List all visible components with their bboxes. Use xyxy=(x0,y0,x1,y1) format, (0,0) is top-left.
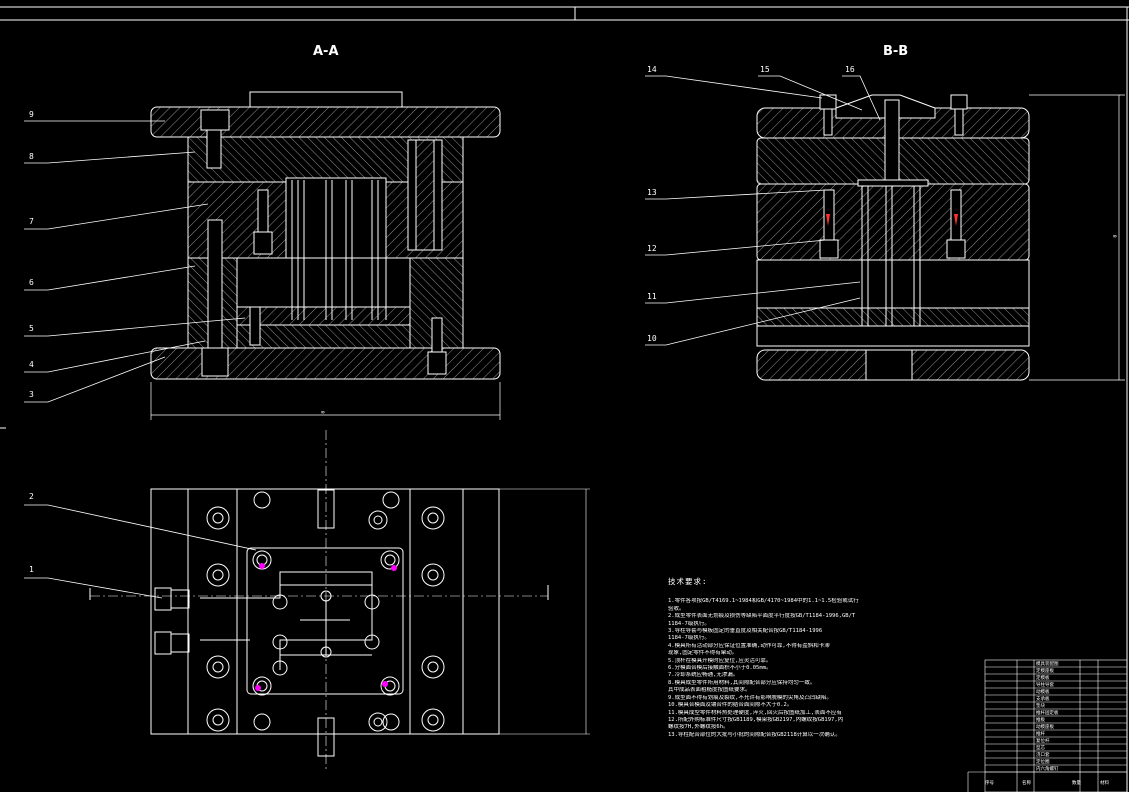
title-block-footer: 名称 xyxy=(1022,781,1031,786)
plan-leader-lines xyxy=(24,504,257,599)
callout-11: 11 xyxy=(647,292,657,301)
title-block-footer: 数量 xyxy=(1072,781,1081,786)
plan-view xyxy=(89,430,590,770)
requirement-line: 12.所配外购标准件尺寸按GB1189,模架按GB2197,内螺纹按GB197,… xyxy=(668,716,844,723)
callout-10: 10 xyxy=(647,334,657,343)
callout-14: 14 xyxy=(647,65,657,74)
title-block-grid xyxy=(967,659,1128,792)
title-block-footer: 序号 xyxy=(985,781,994,786)
requirement-line: 8.模具成型零件所用材料,其间隙配合部分应保持均匀一致。 xyxy=(668,679,816,686)
callout-8: 8 xyxy=(29,152,34,161)
title-block-row: 定模座板 xyxy=(1036,669,1054,674)
requirement-line: 10.模具合模面及镶合件的结合面间隙不大于0.2。 xyxy=(668,702,793,709)
requirement-line: 11.模具成型零件材料热处理硬度,淬火,回火后按图纸加工,表面不应有 xyxy=(668,709,842,716)
callout-3: 3 xyxy=(29,390,34,399)
bb-red-markers xyxy=(826,214,958,226)
title-block-row: 动模座板 xyxy=(1036,725,1054,730)
section-bb-view xyxy=(756,94,1125,381)
title-block-row: 推杆固定板 xyxy=(1036,711,1059,716)
technical-requirements-title: 技术要求: xyxy=(668,577,708,586)
title-block-row: 定位圈 xyxy=(1036,760,1050,765)
title-block-row: 导柱导套 xyxy=(1036,683,1054,688)
overall-width-dimension: ∞ xyxy=(321,409,325,416)
plan-magenta-markers xyxy=(255,563,397,691)
title-block-row: 垫块 xyxy=(1036,704,1045,709)
section-aa-view xyxy=(150,91,501,420)
title-block-row: 动模板 xyxy=(1036,690,1050,695)
title-block-row: 内六角螺钉 xyxy=(1036,767,1059,772)
section-bb-title: B-B xyxy=(883,44,909,59)
callout-13: 13 xyxy=(647,188,657,197)
callout-5: 5 xyxy=(29,324,34,333)
technical-requirements: 技术要求: 1.零件各项按GB/T4169.1~1984和GB/4170~198… xyxy=(668,578,904,739)
callout-12: 12 xyxy=(647,244,657,253)
title-block-row: 推板 xyxy=(1036,718,1045,723)
bb-height-dimension: ∞ xyxy=(1113,233,1117,240)
callout-7: 7 xyxy=(29,217,34,226)
callout-4: 4 xyxy=(29,360,34,369)
requirement-line: 6.分模面合模后接触面积不小于0.05mm。 xyxy=(668,665,772,672)
requirement-line: 其中成品表面粗糙度按图纸要求。 xyxy=(668,687,751,694)
section-aa-title: A-A xyxy=(313,44,339,59)
title-block-row: 型芯 xyxy=(1036,746,1045,751)
requirement-line: 13.导柱配合部位的大批与小批的间隙配合按GB2118计算以一次确认。 xyxy=(668,731,841,738)
callout-9: 9 xyxy=(29,110,34,119)
title-block-row: 浇口套 xyxy=(1036,753,1050,758)
requirement-line: 现象,固定零件不得有窜动。 xyxy=(668,650,738,657)
requirement-line: 4.模具所有活动部分应保证位置准确,动作可靠,不得有歪斜和卡滞 xyxy=(668,642,830,649)
callout-2: 2 xyxy=(29,492,34,501)
title-block-row: 模具装配图 xyxy=(1036,662,1059,667)
title-block-row: 推杆 xyxy=(1036,732,1045,737)
requirement-line: 1184-7级执行。 xyxy=(668,635,710,642)
callout-6: 6 xyxy=(29,278,34,287)
requirement-line: 1.零件各项按GB/T4169.1~1984和GB/4170~1984中的1.1… xyxy=(668,598,859,605)
title-block-row: 支承板 xyxy=(1036,697,1050,702)
requirement-line: 7.冷却系统应畅通,无渗漏。 xyxy=(668,672,739,679)
title-block-footer: 材料 xyxy=(1100,781,1109,786)
requirement-line: 螺纹按7H,外螺纹按6h。 xyxy=(668,724,729,731)
callout-1: 1 xyxy=(29,565,34,574)
requirement-line: 9.成型面不得有划痕及裂纹,不允许有影响脱模的尖角及凸凹缺陷。 xyxy=(668,694,832,701)
requirement-line: 验收。 xyxy=(668,605,685,612)
requirement-line: 2.成型零件表面无划痕及损伤等缺陷平面度平行度按GB/T1184-1996,GB… xyxy=(668,613,856,620)
aa-leader-lines xyxy=(24,120,246,403)
bb-leader-lines xyxy=(645,75,881,346)
requirement-line: 5.顶杆在模具开模时应复位,应灵活可靠。 xyxy=(668,657,772,664)
requirement-line: 1184-7级执行。 xyxy=(668,620,710,627)
title-block-row: 复位杆 xyxy=(1036,739,1050,744)
title-block-row: 定模板 xyxy=(1036,676,1050,681)
requirement-line: 3.导柱导套与模板固定的垂直度及相关配合按GB/T1184-1996 xyxy=(668,628,823,635)
callout-15: 15 xyxy=(760,65,770,74)
callout-16: 16 xyxy=(845,65,855,74)
